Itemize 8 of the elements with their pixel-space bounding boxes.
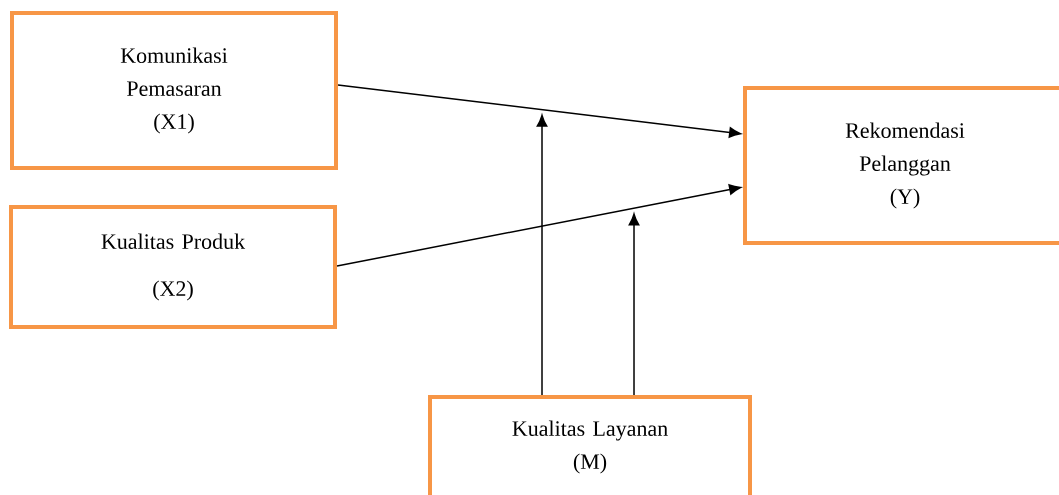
- arrow: [536, 114, 548, 396]
- concept-box: Kualitas Produk (X2): [9, 205, 337, 329]
- concept-box: Kualitas Layanan (M): [428, 395, 752, 495]
- concept-box: Rekomendasi Pelanggan (Y): [743, 86, 1059, 245]
- concept-box: Komunikasi Pemasaran (X1): [10, 11, 338, 170]
- arrow: [336, 184, 742, 267]
- arrow: [337, 84, 742, 138]
- arrow: [628, 213, 640, 396]
